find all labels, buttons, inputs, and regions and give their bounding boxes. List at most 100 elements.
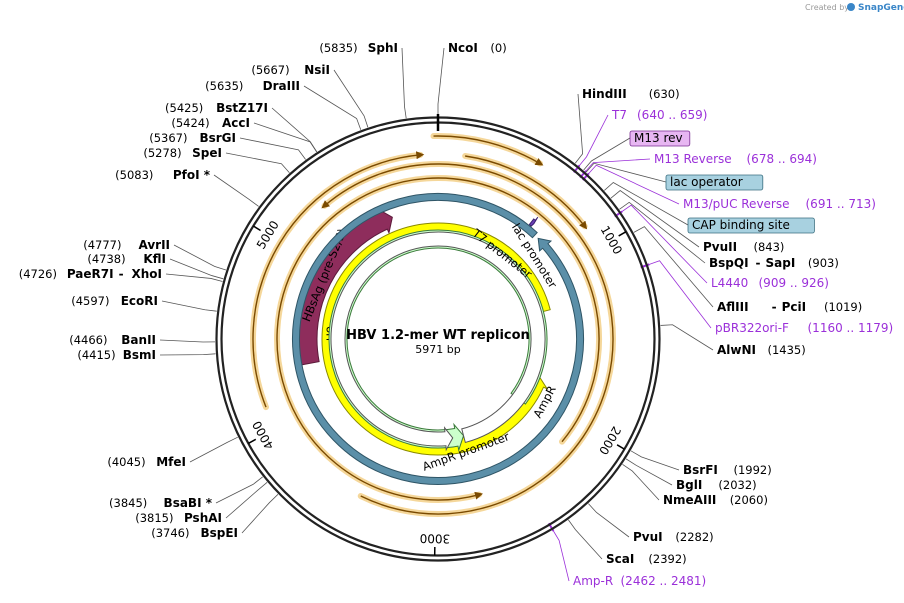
map-label-pshai[interactable]: PshAI(3815)	[135, 511, 222, 525]
credit: Created by SnapGene	[805, 3, 904, 13]
label-name: T7	[611, 108, 627, 122]
label-name: HindIII	[582, 87, 627, 101]
label-name-2: XhoI	[131, 267, 162, 281]
map-label-hindiii[interactable]: HindIII (630)	[582, 87, 680, 101]
label-name: BsaBI *	[164, 496, 213, 510]
leader-line	[437, 47, 445, 116]
map-label-amp-r[interactable]: Amp-R(2462 .. 2481)	[573, 574, 706, 588]
map-label-bgli[interactable]: BglI(2032)	[676, 478, 757, 492]
map-label-banii[interactable]: BanII (4466)	[69, 333, 156, 347]
map-label-ncoi[interactable]: NcoI(0)	[448, 41, 507, 55]
leader-line	[253, 122, 317, 153]
label-name: M13 Reverse	[654, 152, 732, 166]
label-name: BanII	[121, 333, 156, 347]
leader-line	[303, 85, 362, 130]
map-label-ecori[interactable]: EcoRI(4597)	[71, 294, 158, 308]
leader-line	[225, 152, 290, 173]
map-label-bsmi[interactable]: BsmI(4415)	[77, 348, 156, 362]
label-name: M13/pUC Reverse	[683, 197, 790, 211]
map-label-acci[interactable]: AccI(5424)	[171, 116, 250, 130]
label-position: (2392)	[648, 552, 686, 566]
map-label-mfei[interactable]: MfeI(4045)	[107, 455, 186, 469]
credit-prefix: Created by	[805, 3, 849, 12]
tick-label: 1000	[598, 223, 625, 256]
feature-arrow	[292, 193, 584, 485]
label-position: (5367)	[149, 131, 187, 145]
label-leaders	[159, 47, 714, 582]
map-label-pvui[interactable]: PvuI(2282)	[633, 530, 714, 544]
map-label-bsrgi[interactable]: BsrGI(5367)	[149, 131, 236, 145]
label-position: (4597)	[71, 294, 109, 308]
map-label-scai[interactable]: ScaI(2392)	[606, 552, 687, 566]
label-name: PfoI *	[173, 168, 211, 182]
label-position: (1992)	[734, 463, 772, 477]
orf-line	[433, 135, 544, 166]
map-label-l4440[interactable]: L4440(909 .. 926)	[711, 276, 829, 290]
map-label-bsrfi[interactable]: BsrFI(1992)	[683, 463, 772, 477]
label-position: (2462 .. 2481)	[621, 574, 707, 588]
leader-line	[621, 204, 708, 284]
label-name: PvuII	[703, 240, 737, 254]
orf-arc	[430, 133, 544, 167]
map-label-nmeaiii[interactable]: NmeAIII(2060)	[663, 493, 768, 507]
label-name-2: SapI	[766, 256, 796, 270]
label-name-2: PciI	[782, 300, 807, 314]
orf-arc	[274, 175, 602, 504]
label-position: (678 .. 694)	[747, 152, 817, 166]
leader-line	[165, 273, 223, 282]
map-center: HBV 1.2-mer WT replicon 5971 bp	[346, 328, 530, 356]
map-label-alwni[interactable]: AlwNI(1435)	[717, 343, 806, 357]
map-label-nsii[interactable]: NsiI(5667)	[251, 63, 330, 77]
label-position: (843)	[754, 240, 785, 254]
label-position: (3815)	[135, 511, 173, 525]
label-separator: -	[772, 300, 777, 314]
label-name: AflIII	[717, 300, 749, 314]
leader-line	[660, 324, 714, 351]
map-label-draiii[interactable]: DraIII(5635)	[205, 79, 300, 93]
orf-layer	[250, 133, 616, 517]
leader-line	[215, 476, 263, 504]
map-label-kfli[interactable]: KflI(4738)	[87, 252, 166, 266]
label-name: BglI	[676, 478, 702, 492]
map-label-m13-reverse[interactable]: M13 Reverse (678 .. 694)	[654, 152, 817, 166]
label-position: (4466)	[69, 333, 107, 347]
map-label-bstz17i[interactable]: BstZ17I(5425)	[165, 101, 268, 115]
map-label-bsabi-[interactable]: BsaBI * (3845)	[109, 496, 213, 510]
label-position: (3845)	[109, 496, 147, 510]
map-label-cap-binding-site[interactable]: CAP binding site	[687, 217, 815, 234]
map-label-m13-rev[interactable]: M13 rev	[629, 130, 691, 147]
backbone	[215, 114, 661, 562]
label-position: (5667)	[251, 63, 289, 77]
map-label-pbr322ori-f[interactable]: pBR322ori-F(1160 .. 1179)	[715, 321, 893, 335]
label-position: (5425)	[165, 101, 203, 115]
leader-line	[159, 339, 216, 343]
map-label-pvuii[interactable]: PvuII (843)	[703, 240, 784, 254]
label-name: MfeI	[156, 455, 186, 469]
map-label-t7[interactable]: T7(640 .. 659)	[611, 108, 707, 122]
map-label-spei[interactable]: SpeI(5278)	[143, 146, 222, 160]
label-name: CAP binding site	[692, 218, 790, 232]
map-label-avrii[interactable]: AvrII(4777)	[83, 238, 170, 252]
map-label-pfoi-[interactable]: PfoI *(5083)	[115, 168, 211, 182]
label-name: AlwNI	[717, 343, 756, 357]
orf-line	[321, 163, 614, 515]
tick-mark	[247, 438, 257, 445]
leader-line	[401, 47, 407, 119]
leader-line	[587, 164, 680, 205]
map-label-lac-operator[interactable]: lac operator	[665, 174, 764, 191]
map-label-paer7i[interactable]: XhoI-PaeR7I(4726)	[19, 267, 162, 281]
map-label-afliii[interactable]: AflIII-PciI(1019)	[717, 300, 862, 314]
label-position: (4415)	[77, 348, 115, 362]
orf-arc	[250, 151, 425, 411]
map-label-bspqi[interactable]: BspQI-SapI(903)	[709, 256, 839, 270]
map-label-sphi[interactable]: SphI(5835)	[319, 41, 398, 55]
label-name: SpeI	[192, 146, 222, 160]
map-label-bspei[interactable]: BspEI(3746)	[151, 526, 238, 540]
credit-brand: SnapGene	[858, 3, 904, 13]
snapgene-logo-icon	[847, 3, 855, 11]
map-label-m13-puc-reverse[interactable]: M13/pUC Reverse(691 .. 713)	[683, 197, 876, 211]
label-position: (630)	[649, 87, 680, 101]
plasmid-length: 5971 bp	[415, 343, 460, 356]
label-name: BspQI	[709, 256, 749, 270]
label-name: PaeR7I	[67, 267, 114, 281]
